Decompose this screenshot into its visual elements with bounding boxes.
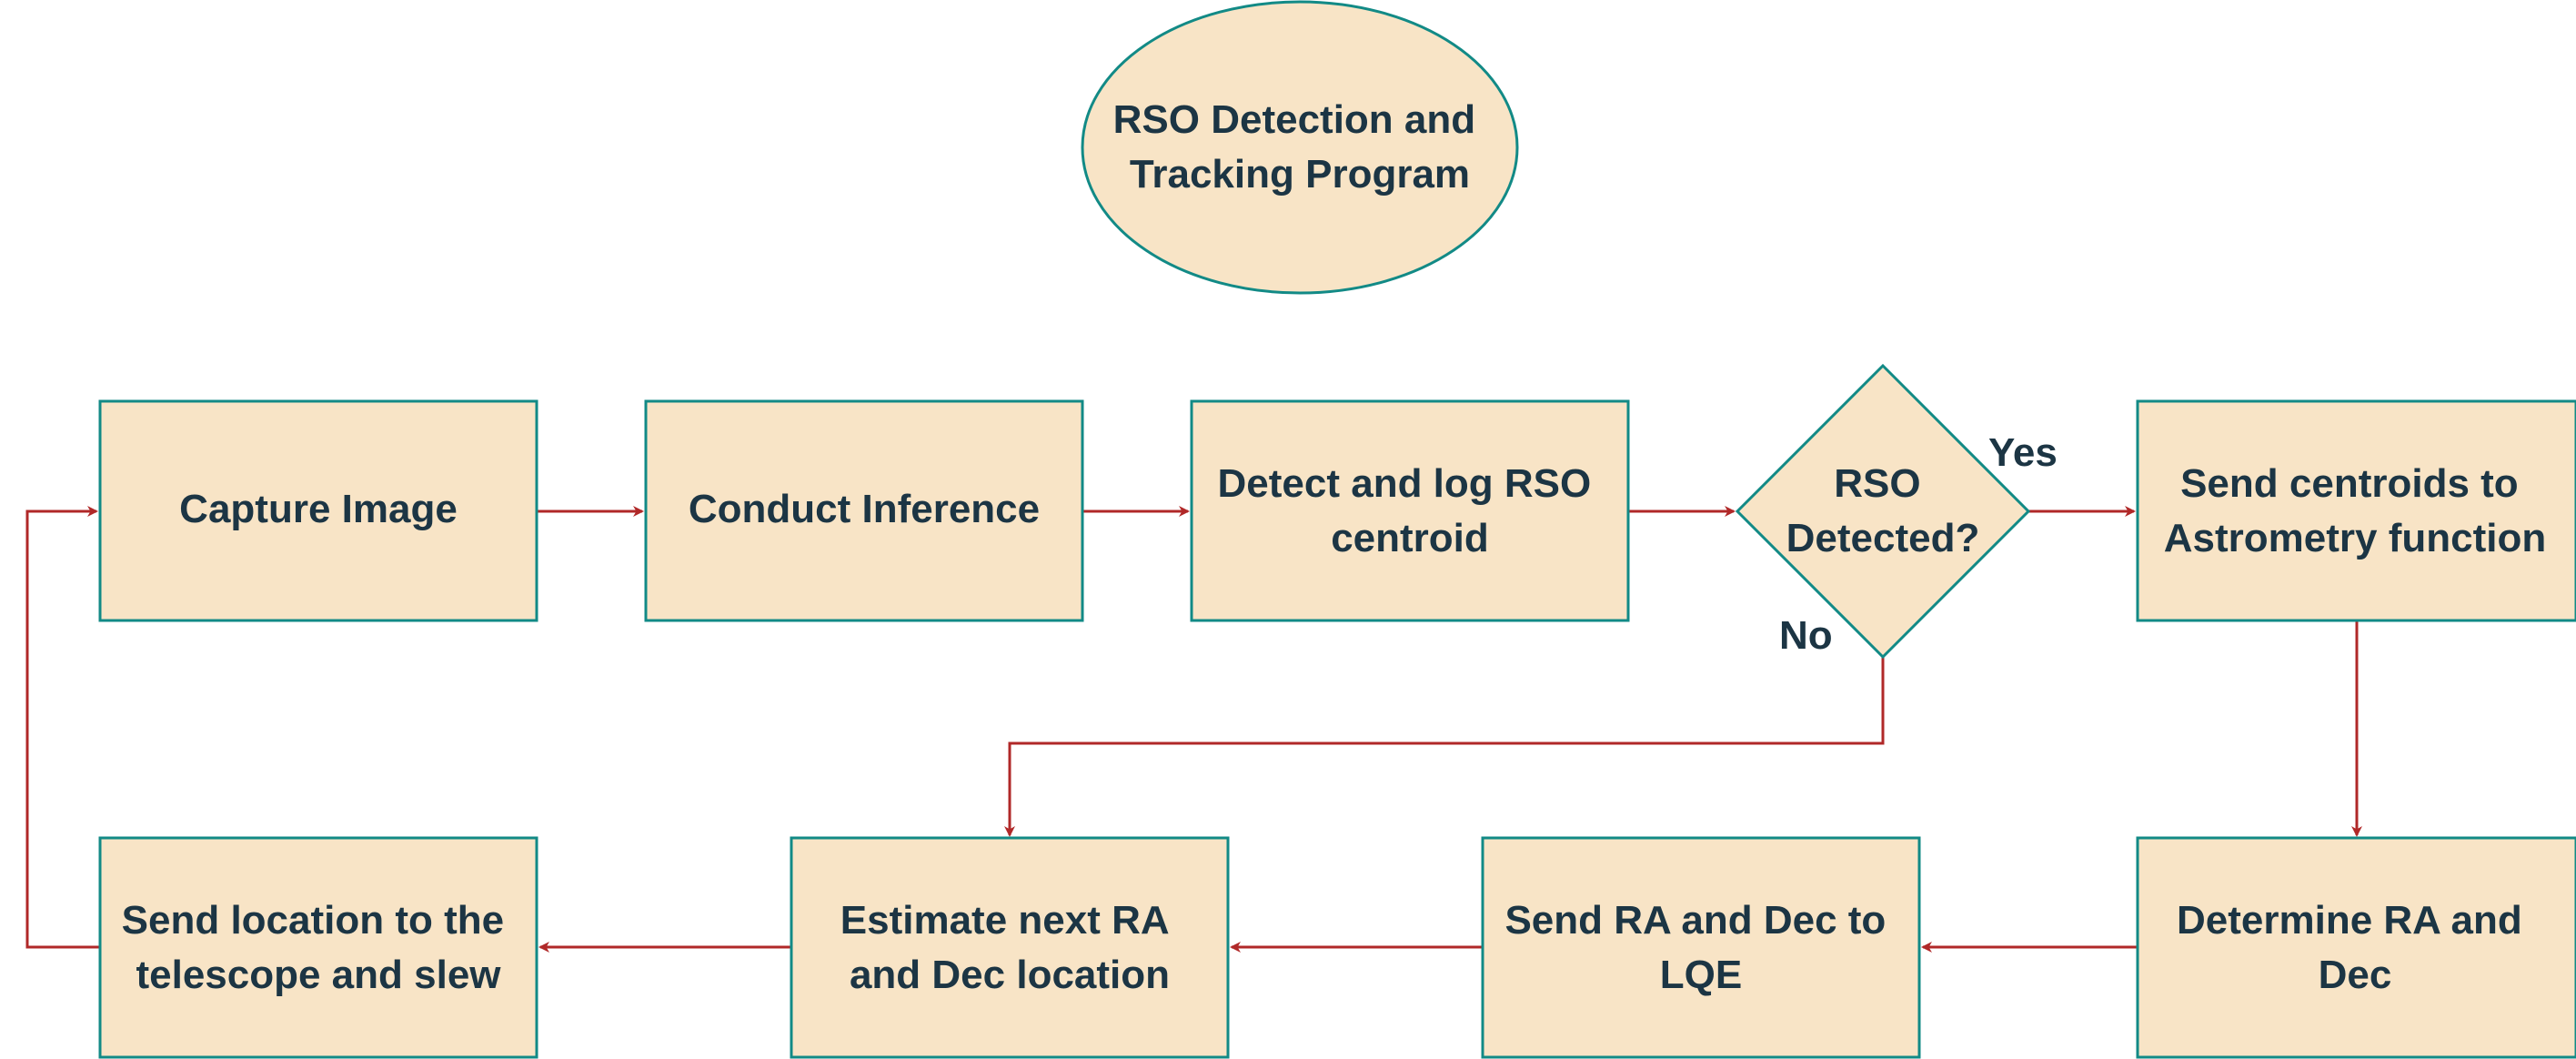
determine-ra-dec-label: Determine RA and Dec <box>2177 898 2533 997</box>
send-centroids-node: Send centroids to Astrometry function <box>2136 399 2576 622</box>
start-node: RSO Detection and Tracking Program <box>1081 0 1519 295</box>
edges-group <box>25 506 2362 953</box>
send-ra-dec-lqe-label: Send RA and Dec to LQE <box>1504 898 1897 997</box>
rso-detected-decision-label: RSO Detected? <box>1786 461 1980 560</box>
conduct-inference-label: Conduct Inference <box>689 487 1040 531</box>
edge-send-location-loop-to-capture <box>25 506 100 949</box>
send-location-node: Send location to the telescope and slew <box>98 836 538 1059</box>
edge-decision-no-to-estimate <box>1004 656 1885 837</box>
capture-image-label: Capture Image <box>179 487 458 531</box>
capture-image-node: Capture Image <box>98 399 538 622</box>
estimate-next-label: Estimate next RA and Dec location <box>840 898 1179 997</box>
determine-ra-dec-node: Determine RA and Dec <box>2136 836 2576 1059</box>
no-edge-label: No <box>1779 613 1833 658</box>
yes-edge-label: Yes <box>1988 430 2058 475</box>
send-ra-dec-lqe-node: Send RA and Dec to LQE <box>1481 836 1921 1059</box>
estimate-next-node: Estimate next RA and Dec location <box>790 836 1230 1059</box>
start-node-label: RSO Detection and Tracking Program <box>1113 97 1487 197</box>
detect-log-centroid-node: Detect and log RSO centroid <box>1190 399 1630 622</box>
rso-detected-decision-node: RSO Detected? <box>1735 363 2031 660</box>
send-centroids-label: Send centroids to Astrometry function <box>2164 461 2546 560</box>
send-location-label: Send location to the telescope and slew <box>122 898 516 997</box>
conduct-inference-node: Conduct Inference <box>644 399 1084 622</box>
detect-log-centroid-label: Detect and log RSO centroid <box>1218 461 1603 560</box>
